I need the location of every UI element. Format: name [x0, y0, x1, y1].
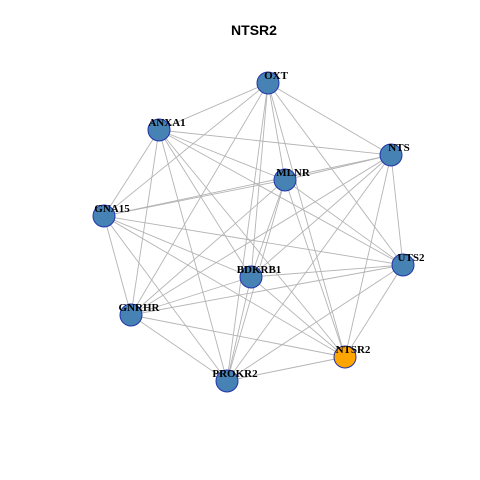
graph-title: NTSR2	[231, 22, 277, 38]
edge-bdkrb1-ntsr2	[250, 276, 346, 358]
edge-uts2-prokr2	[226, 264, 404, 382]
node-label-gna15: GNA15	[94, 203, 130, 215]
edges-layer	[103, 82, 404, 382]
edge-gnrhr-prokr2	[130, 314, 228, 382]
node-gnrhr	[119, 303, 143, 327]
node-label-nts: NTS	[388, 142, 409, 154]
node-prokr2	[215, 369, 239, 393]
edge-uts2-ntsr2	[344, 264, 404, 358]
edge-anxa1-ntsr2	[158, 129, 346, 358]
node-label-anxa1: ANXA1	[148, 117, 185, 129]
edge-mlnr-gna15	[103, 179, 286, 217]
node-oxt	[256, 71, 280, 95]
edge-uts2-bdkrb1	[250, 264, 404, 278]
node-nts	[379, 143, 403, 167]
node-label-mlnr: MLNR	[276, 167, 311, 179]
edge-nts-gnrhr	[130, 154, 392, 316]
edge-mlnr-uts2	[284, 179, 404, 266]
edge-nts-prokr2	[226, 154, 392, 382]
edge-anxa1-gna15	[103, 129, 160, 217]
edge-gnrhr-ntsr2	[130, 314, 346, 358]
edge-oxt-mlnr	[267, 82, 286, 181]
node-label-bdkrb1: BDKRB1	[237, 264, 282, 276]
nodes-layer	[92, 71, 415, 393]
node-label-oxt: OXT	[264, 70, 289, 82]
edge-gna15-gnrhr	[103, 215, 132, 316]
node-label-uts2: UTS2	[398, 252, 425, 264]
node-anxa1	[147, 118, 171, 142]
edge-mlnr-gnrhr	[130, 179, 286, 316]
edge-oxt-gnrhr	[130, 82, 269, 316]
edge-nts-uts2	[390, 154, 404, 266]
edge-nts-bdkrb1	[250, 154, 392, 278]
node-label-prokr2: PROKR2	[212, 368, 258, 380]
node-label-gnrhr: GNRHR	[119, 302, 161, 314]
edge-oxt-anxa1	[158, 82, 269, 131]
edge-oxt-uts2	[267, 82, 404, 266]
edge-oxt-bdkrb1	[250, 82, 269, 278]
node-mlnr	[273, 168, 297, 192]
edge-oxt-nts	[267, 82, 392, 156]
edge-oxt-prokr2	[226, 82, 269, 382]
node-label-ntsr2: NTSR2	[336, 344, 371, 356]
edge-oxt-gna15	[103, 82, 269, 217]
edge-nts-gna15	[103, 154, 392, 217]
edge-mlnr-bdkrb1	[250, 179, 286, 278]
edge-gna15-ntsr2	[103, 215, 346, 358]
node-gna15	[92, 204, 116, 228]
edge-mlnr-ntsr2	[284, 179, 346, 358]
edge-anxa1-nts	[158, 129, 392, 156]
edge-gna15-bdkrb1	[103, 215, 252, 278]
edge-anxa1-mlnr	[158, 129, 286, 181]
edge-uts2-gnrhr	[130, 264, 404, 316]
node-bdkrb1	[239, 265, 263, 289]
edge-anxa1-bdkrb1	[158, 129, 252, 278]
node-uts2	[391, 253, 415, 277]
edge-ntsr2-prokr2	[226, 356, 346, 382]
node-ntsr2	[333, 345, 357, 369]
edge-anxa1-uts2	[158, 129, 404, 266]
edge-gna15-prokr2	[103, 215, 228, 382]
edge-anxa1-prokr2	[158, 129, 228, 382]
edge-bdkrb1-prokr2	[226, 276, 252, 382]
edge-nts-ntsr2	[344, 154, 392, 358]
edge-bdkrb1-gnrhr	[130, 276, 252, 316]
edge-gna15-uts2	[103, 215, 404, 266]
